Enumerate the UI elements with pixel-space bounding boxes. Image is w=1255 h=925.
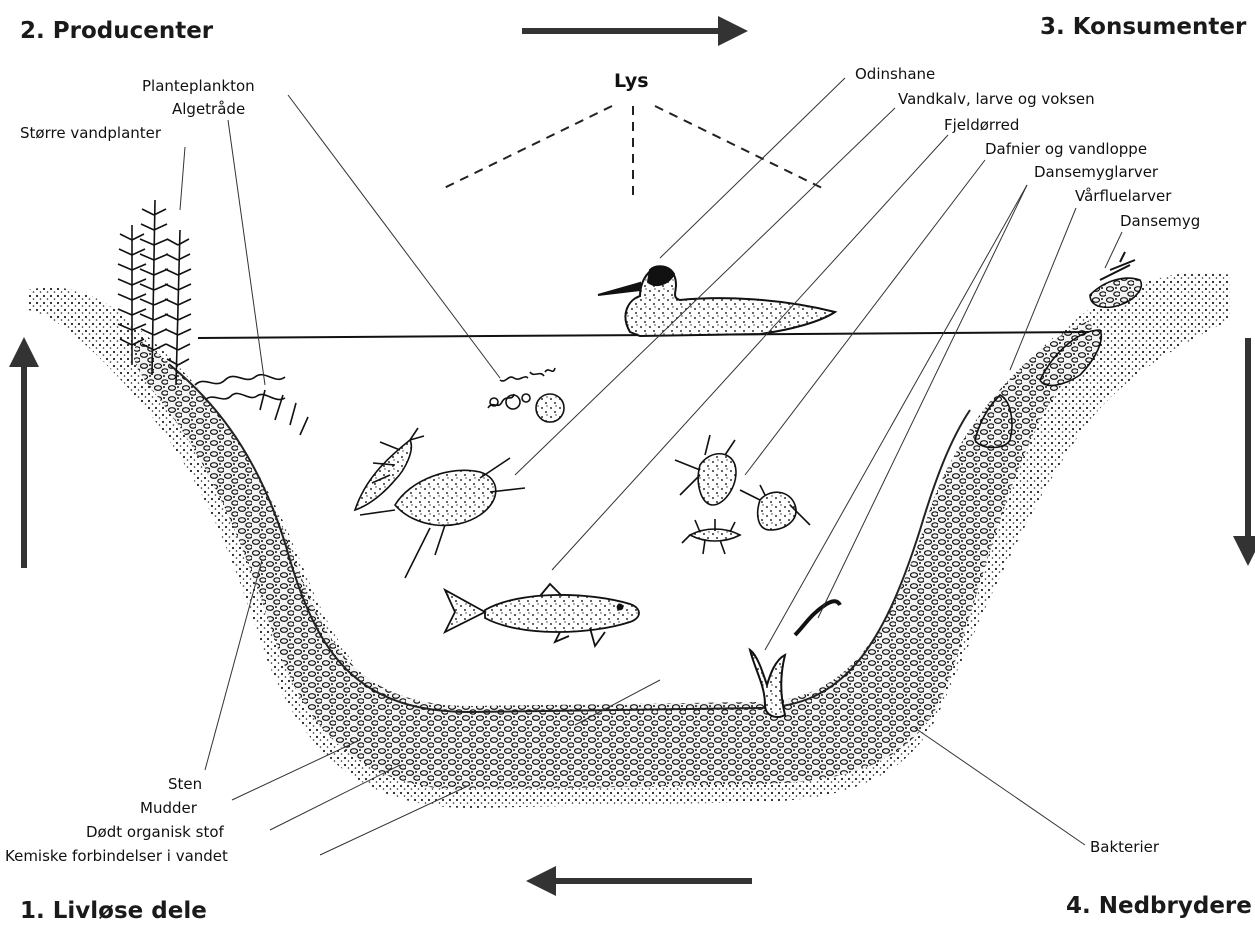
duck (598, 266, 835, 336)
trout (445, 584, 639, 646)
label-vaarfluelarver: Vårfluelarver (1075, 187, 1171, 205)
label-dansemyglarver: Dansemyglarver (1034, 163, 1158, 181)
producers-heading: 2. Producenter (20, 18, 213, 44)
light-label: Lys (614, 72, 649, 90)
light-rays (440, 106, 822, 196)
pond-basin (28, 272, 1230, 808)
phytoplankton (488, 368, 564, 422)
stone-layer (134, 320, 1092, 790)
lifeless-heading: 1. Livløse dele (20, 898, 207, 924)
consumers-heading: 3. Konsumenter (1040, 14, 1246, 40)
label-dodt: Dødt organisk stof (86, 823, 224, 841)
dansemyg (1100, 252, 1135, 280)
copepod (682, 519, 740, 554)
decomposers-heading: 4. Nedbrydere (1066, 893, 1252, 919)
label-mudder: Mudder (140, 799, 197, 817)
label-phytoplankton: Planteplankton (142, 77, 255, 95)
label-vandkalv: Vandkalv, larve og voksen (898, 90, 1095, 108)
label-fjeldorred: Fjeldørred (944, 116, 1019, 134)
label-dafnier: Dafnier og vandloppe (985, 140, 1147, 158)
daphnia (675, 435, 810, 554)
label-bakterier: Bakterier (1090, 838, 1159, 856)
label-algae: Algetråde (172, 100, 245, 118)
label-odinshane: Odinshane (855, 65, 935, 83)
label-sten: Sten (168, 775, 202, 793)
diving-beetle (355, 428, 525, 578)
label-dansemyg: Dansemyg (1120, 212, 1200, 230)
label-large-plants: Større vandplanter (20, 124, 161, 142)
label-kemiske: Kemiske forbindelser i vandet (5, 847, 228, 865)
